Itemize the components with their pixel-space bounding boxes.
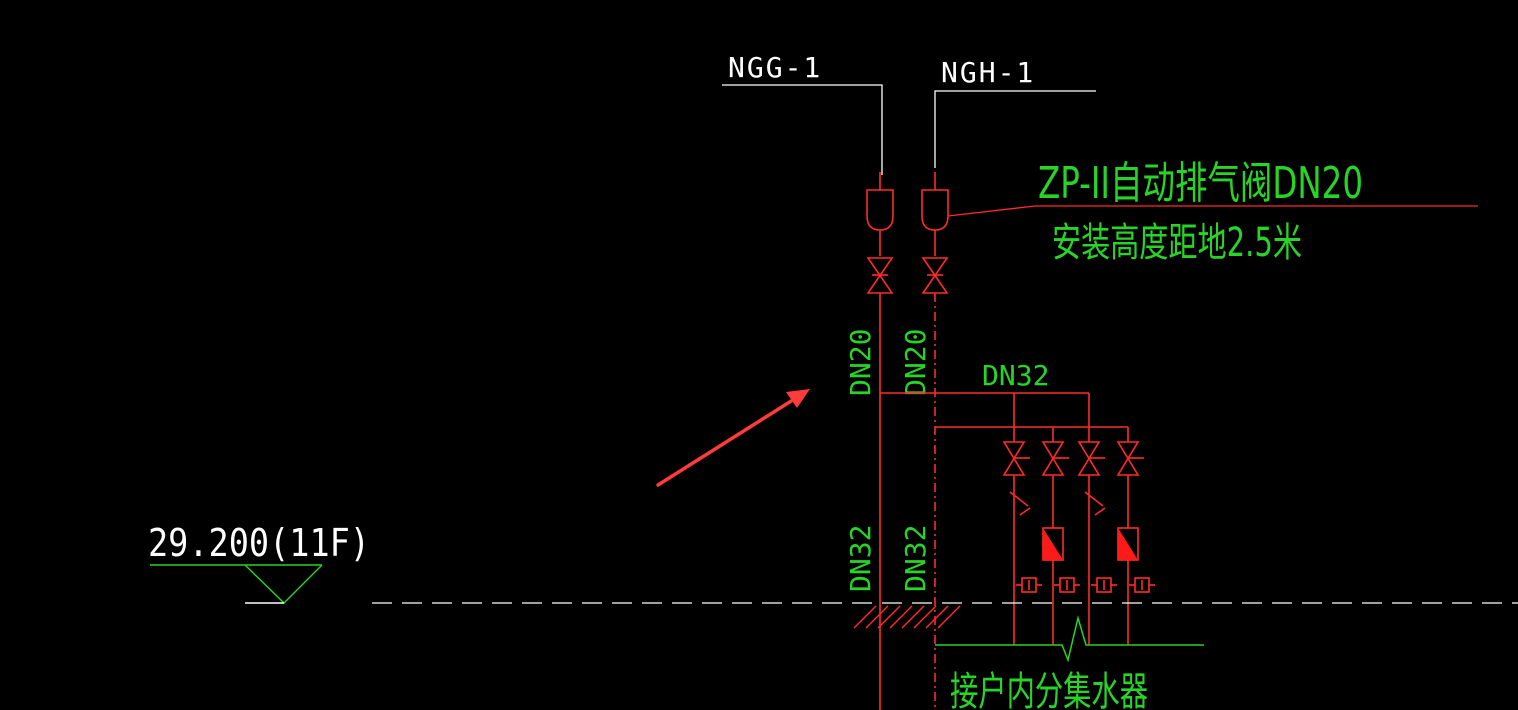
supply-dn-lower-label: DN32 — [844, 525, 877, 592]
branch-valve-2-icon — [1041, 441, 1065, 476]
vent-height-label: 安装高度距地2.5米 — [1052, 220, 1302, 266]
arrow-shaft — [656, 396, 798, 487]
vent-valve-label: ZP-II自动排气阀DN20 — [1038, 158, 1363, 209]
supply-dn-upper-label: DN20 — [844, 329, 877, 396]
riser-leaders — [722, 84, 1096, 175]
red-pointer-arrow — [656, 389, 810, 487]
vent-note-leader — [947, 205, 1478, 217]
supply-riser-leader — [722, 84, 883, 175]
floor-hatch — [853, 605, 961, 629]
supply-gate-valve-icon — [866, 257, 894, 294]
branch-valve-1-icon — [1002, 441, 1026, 476]
manifold-connection — [935, 615, 1204, 663]
arrow-head-icon — [786, 389, 810, 408]
branch-valve-4-icon — [1116, 441, 1140, 476]
elevation-triangle — [150, 564, 323, 604]
meter-2-fill-icon — [1118, 528, 1138, 560]
supply-riser-label: NGG-1 — [728, 51, 822, 84]
return-riser-leader — [934, 90, 1096, 168]
return-gate-valve-icon — [921, 257, 949, 294]
branch-pipes — [880, 392, 1128, 428]
break-line — [935, 615, 1204, 663]
branch-valve-3-icon — [1077, 441, 1101, 476]
manifold-note-label: 接户内分集水器 — [950, 669, 1148, 710]
gate-valve-symbol — [866, 257, 949, 294]
return-dn-lower-label: DN32 — [899, 525, 932, 592]
supply-air-vent-icon — [866, 189, 894, 231]
return-riser-label: NGH-1 — [941, 56, 1035, 89]
air-vent-valve-symbol — [866, 189, 949, 256]
return-dn-upper-label: DN20 — [899, 329, 932, 396]
filter-1-icon — [1009, 490, 1031, 516]
risers — [879, 172, 936, 710]
filter-2-icon — [1084, 490, 1106, 516]
return-air-vent-icon — [921, 189, 949, 231]
branch-dn-label: DN32 — [982, 359, 1049, 392]
heat-meter-symbol — [1043, 528, 1138, 560]
elevation-label: 29.200(11F) — [148, 521, 370, 565]
meter-1-fill-icon — [1043, 528, 1063, 560]
branch-drops — [1002, 427, 1155, 645]
